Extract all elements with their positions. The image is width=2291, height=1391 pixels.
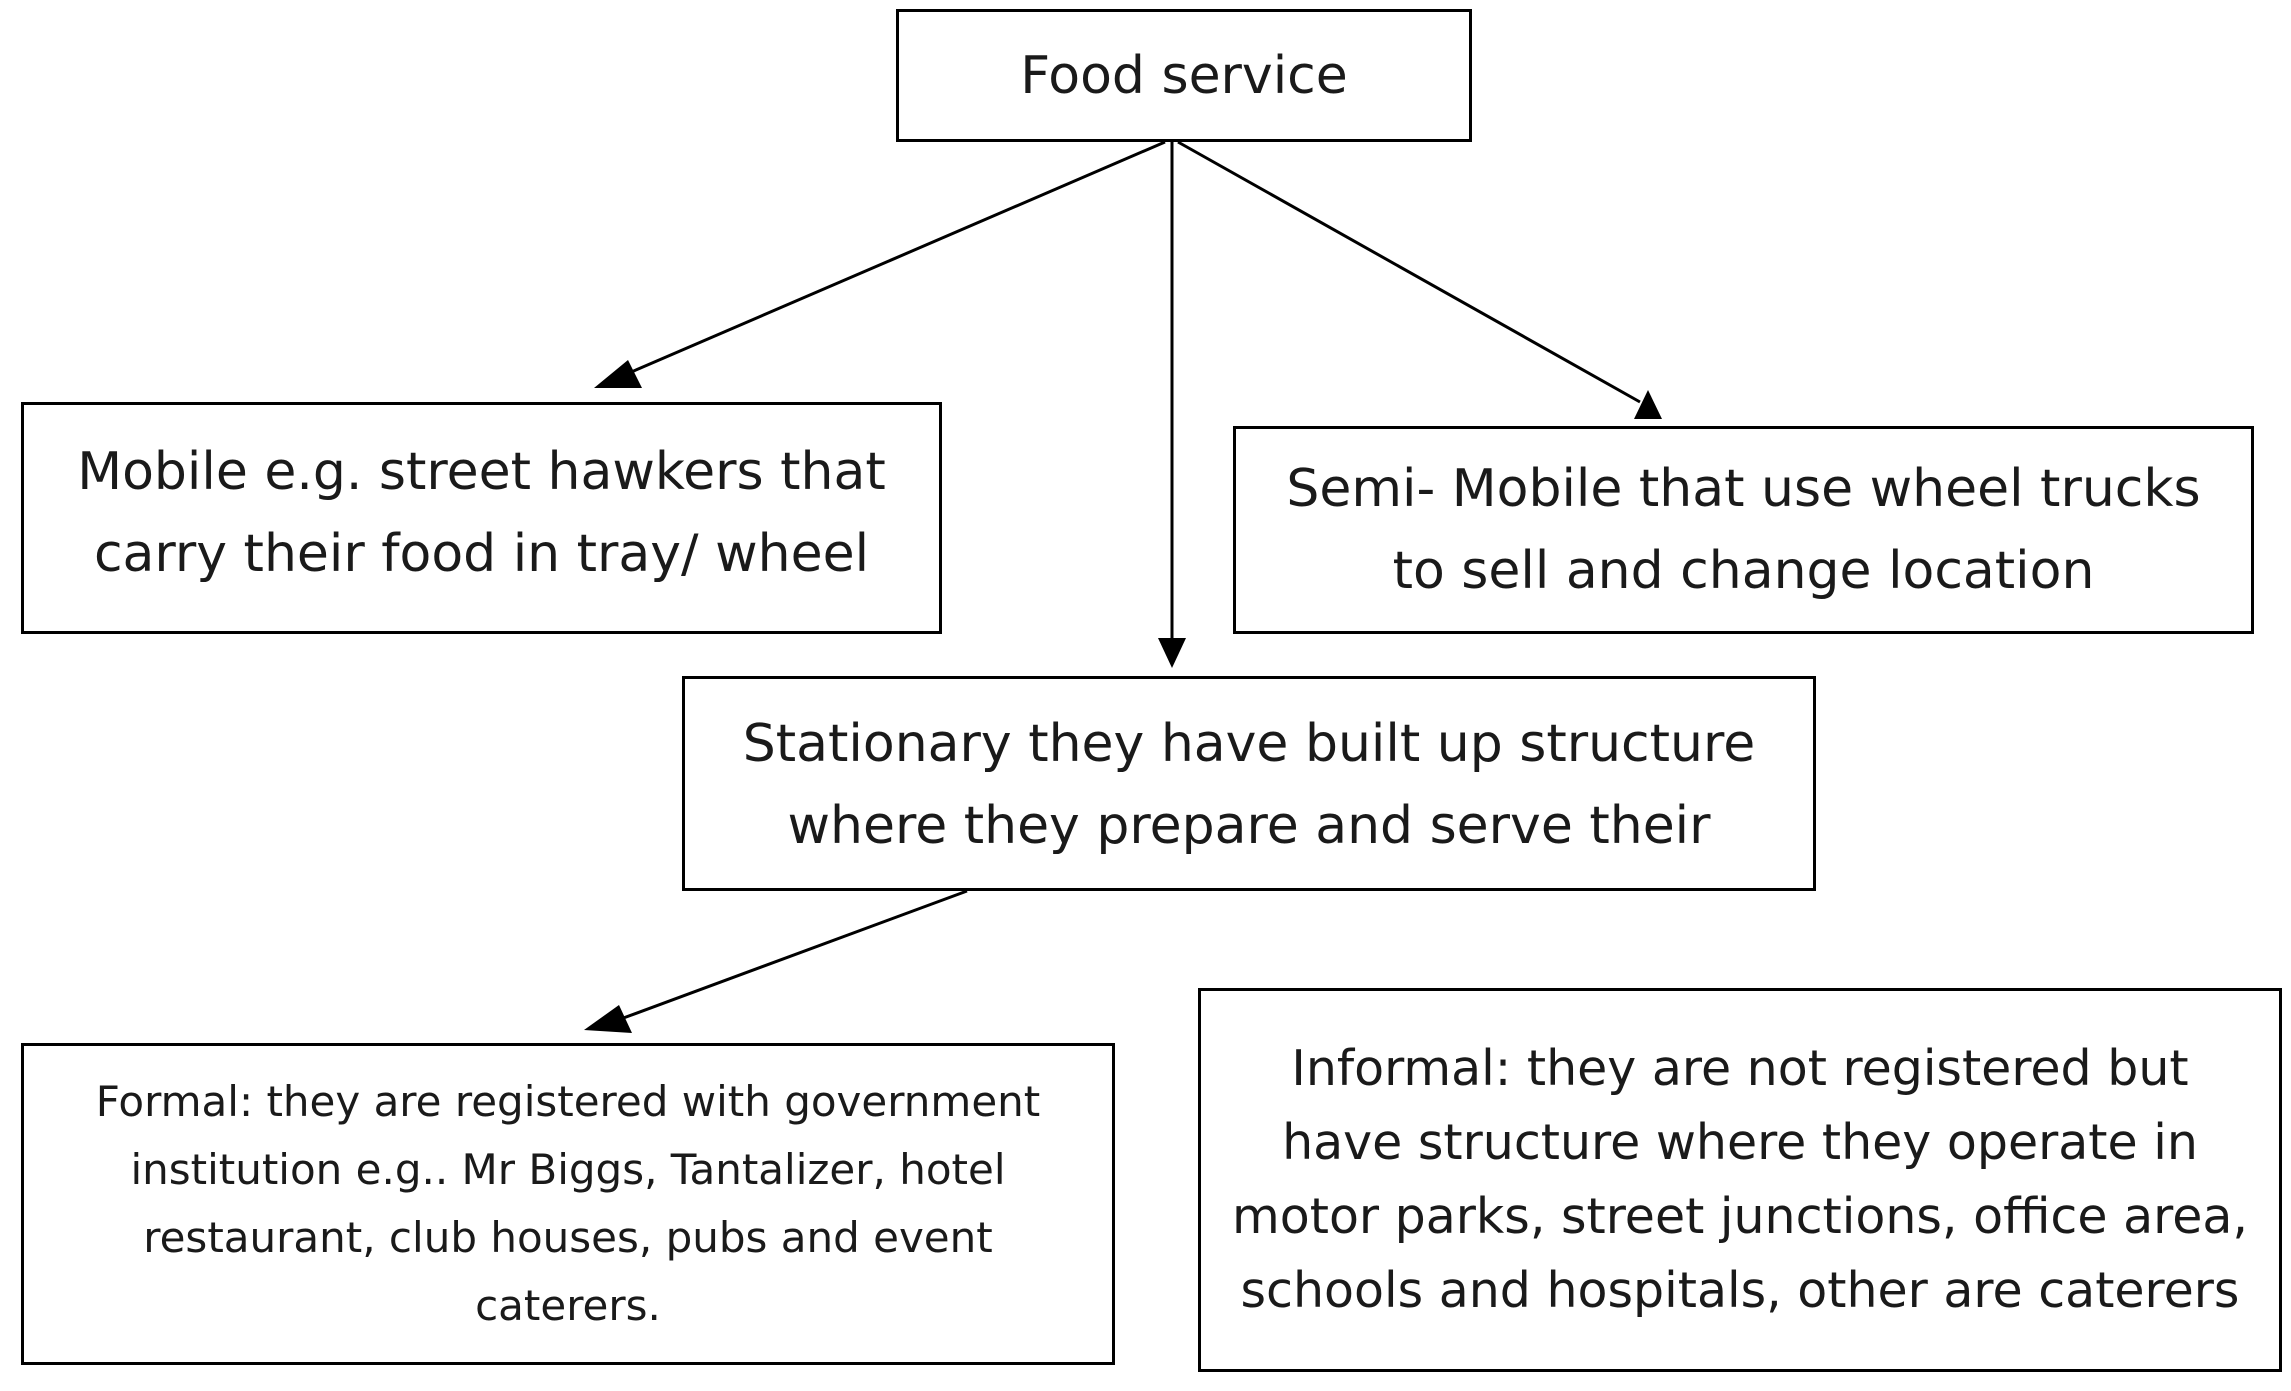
node-stationary-label: Stationary they have built up structure … (742, 714, 1756, 856)
node-semi-mobile: Semi- Mobile that use wheel trucks to se… (1233, 426, 2254, 634)
node-semi-mobile-label: Semi- Mobile that use wheel trucks to se… (1286, 459, 2201, 601)
arrowhead-stationary (1158, 638, 1186, 668)
node-mobile: Mobile e.g. street hawkers that carry th… (21, 402, 942, 634)
node-food-service: Food service (896, 9, 1472, 142)
edge-root-to-mobile (621, 140, 1166, 378)
node-mobile-label: Mobile e.g. street hawkers that carry th… (77, 442, 886, 584)
arrowhead-semi-mobile (1634, 390, 1662, 419)
node-informal-label: Informal: they are not registered but ha… (1232, 1040, 2248, 1319)
node-informal: Informal: they are not registered but ha… (1198, 988, 2282, 1372)
edge-stationary-to-formal (617, 889, 968, 1022)
arrowhead-formal (584, 1005, 632, 1033)
node-stationary: Stationary they have built up structure … (682, 676, 1816, 891)
arrowhead-mobile (594, 360, 642, 388)
edge-root-to-semi-mobile (1177, 140, 1641, 404)
node-formal-label: Formal: they are registered with governm… (95, 1077, 1041, 1330)
node-food-service-label: Food service (1020, 45, 1348, 106)
node-formal: Formal: they are registered with governm… (21, 1043, 1115, 1365)
